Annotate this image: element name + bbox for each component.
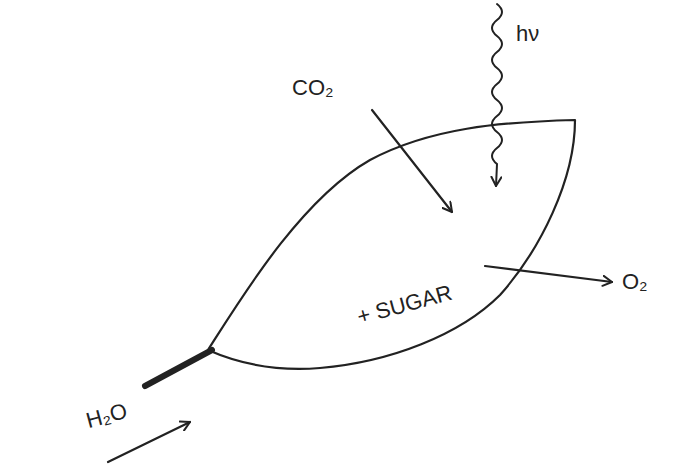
gas-label: CO₂ <box>292 76 334 100</box>
light-wave-arrow <box>492 4 502 186</box>
leaf-shape: + SUGAR <box>140 100 590 380</box>
leaf-stem <box>145 350 212 386</box>
water-label: H₂O <box>84 399 130 433</box>
co2-arrow <box>372 110 452 212</box>
leaf-outline <box>140 100 590 380</box>
oxygen-arrow <box>485 266 612 282</box>
gas-label: O₂ <box>622 270 648 294</box>
light-label: hν <box>516 22 539 46</box>
leaf-outline-path <box>208 120 575 369</box>
water-arrow <box>108 422 190 462</box>
leaf-text: + SUGAR <box>355 281 455 330</box>
